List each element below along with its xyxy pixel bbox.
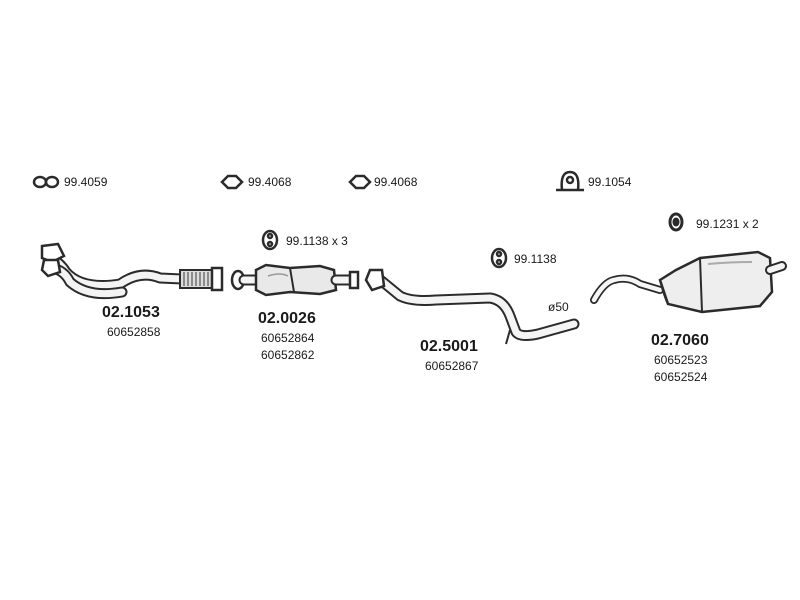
accessory-label: 99.1231 x 2 bbox=[696, 217, 759, 231]
oem-number: 60652858 bbox=[107, 325, 161, 339]
flex-joint bbox=[179, 266, 224, 292]
accessory-label: 99.1138 bbox=[514, 252, 557, 266]
accessory-label: 99.4068 bbox=[248, 175, 292, 189]
accessory-label: 99.4059 bbox=[64, 175, 108, 189]
clamp-icon bbox=[556, 170, 584, 192]
catalytic-converter bbox=[230, 263, 360, 297]
part-number: 02.7060 bbox=[651, 332, 709, 349]
rear-silencer bbox=[590, 250, 787, 314]
oem-number: 60652867 bbox=[425, 359, 479, 373]
gasket-ring-icon bbox=[348, 174, 372, 190]
oem-number: 60652862 bbox=[261, 348, 315, 362]
rubber-ring-icon bbox=[668, 212, 684, 232]
part-number: 02.0026 bbox=[258, 310, 316, 327]
gasket-double-icon bbox=[32, 175, 60, 189]
oem-number: 60652523 bbox=[654, 353, 708, 367]
middle-pipe bbox=[364, 268, 580, 345]
gasket-ring-icon bbox=[220, 174, 244, 190]
oem-number: 60652524 bbox=[654, 370, 708, 384]
accessory-label: 99.1054 bbox=[588, 175, 632, 189]
oem-number: 60652864 bbox=[261, 331, 315, 345]
rubber-mount-icon bbox=[490, 247, 508, 269]
front-pipe bbox=[40, 242, 224, 300]
accessory-label: 99.4068 bbox=[374, 175, 418, 189]
part-number: 02.1053 bbox=[102, 304, 160, 321]
part-number: 02.5001 bbox=[420, 338, 478, 355]
pipe-diameter: ø50 bbox=[548, 300, 569, 314]
rubber-mount-icon bbox=[261, 229, 279, 251]
accessory-label: 99.1138 x 3 bbox=[286, 234, 348, 248]
